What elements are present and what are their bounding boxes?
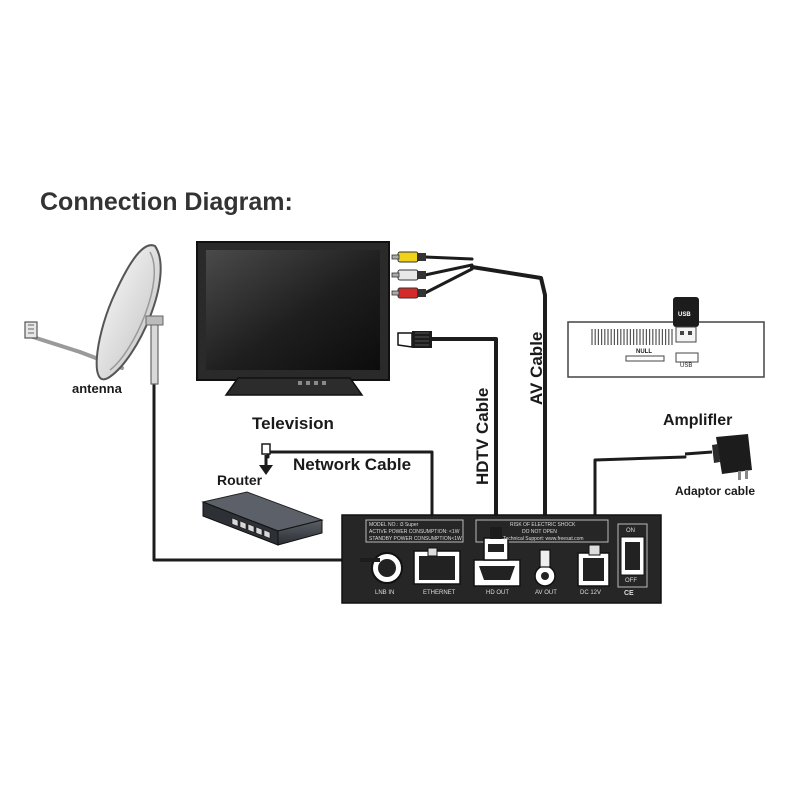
- router-label: Router: [217, 472, 263, 488]
- rca-white-plug: [391, 269, 426, 281]
- diagram-title: Connection Diagram:: [40, 188, 293, 216]
- port-label-hd-out: HD OUT: [486, 590, 509, 596]
- usb-stick: [673, 297, 699, 343]
- av-cable-label: AV Cable: [527, 331, 546, 405]
- av-cable-bundle: [423, 255, 474, 295]
- television-label: Television: [252, 414, 334, 433]
- port-label-dc-12v: DC 12V: [580, 590, 602, 596]
- hdtv-cable: [430, 337, 498, 529]
- vent-slots: [591, 329, 673, 345]
- panel-info-line-2: ACTIVE POWER CONSUMPTION: <1W: [369, 529, 460, 535]
- panel-warning-line-3: Technical Support: www.freesat.com: [503, 536, 584, 542]
- port-label-ethernet: ETHERNET: [423, 590, 456, 596]
- power-switch: [617, 523, 648, 588]
- usb-port-label: USB: [680, 363, 693, 369]
- antenna-label: antenna: [72, 381, 122, 396]
- panel-warning-line-2: DO NOT OPEN: [522, 529, 557, 535]
- tv-buttons: [298, 381, 326, 385]
- rca-plugs: [391, 251, 426, 299]
- rca-red-plug: [391, 287, 426, 299]
- usb-null-label: NULL: [636, 349, 652, 355]
- av-out-port: [534, 549, 556, 587]
- port-label-lnb-in: LNB IN: [375, 590, 395, 596]
- av-cable: [470, 265, 547, 555]
- dc-12v-port: [577, 544, 610, 587]
- hd-out-port: [473, 527, 521, 587]
- usb-device: [567, 297, 765, 378]
- ce-mark: CE: [624, 590, 634, 597]
- hdmi-plug-tv: [397, 331, 432, 348]
- port-label-av-out: AV OUT: [535, 590, 557, 596]
- adaptor-cable-label: Adaptor cable: [675, 484, 756, 498]
- router: [201, 491, 324, 546]
- panel-info-line-3: STANDBY POWER CONSUMPTION<1W: [369, 536, 462, 542]
- television: [196, 241, 390, 396]
- ethernet-port: [413, 547, 461, 585]
- rca-yellow-plug: [391, 251, 426, 263]
- usb-stick-label: USB: [678, 312, 691, 318]
- satellite-dish: [24, 244, 164, 385]
- receiver-back-panel: [341, 514, 662, 604]
- panel-warning-line-1: RISK OF ELECTRIC SHOCK: [510, 522, 576, 528]
- amplifier-label: Amplifler: [663, 412, 733, 429]
- hdtv-cable-label: HDTV Cable: [473, 387, 492, 485]
- lnb-in-port: [360, 552, 403, 584]
- network-cable-label: Network Cable: [293, 455, 412, 474]
- router-arrow: [259, 443, 273, 475]
- router-ports: [231, 517, 271, 539]
- switch-off-label: OFF: [625, 578, 637, 584]
- switch-on-label: ON: [626, 528, 635, 534]
- power-adaptor: [684, 434, 752, 480]
- panel-info-line-1: MODEL NO.: i3 Super: [369, 522, 419, 528]
- lnb-cable: [152, 381, 372, 562]
